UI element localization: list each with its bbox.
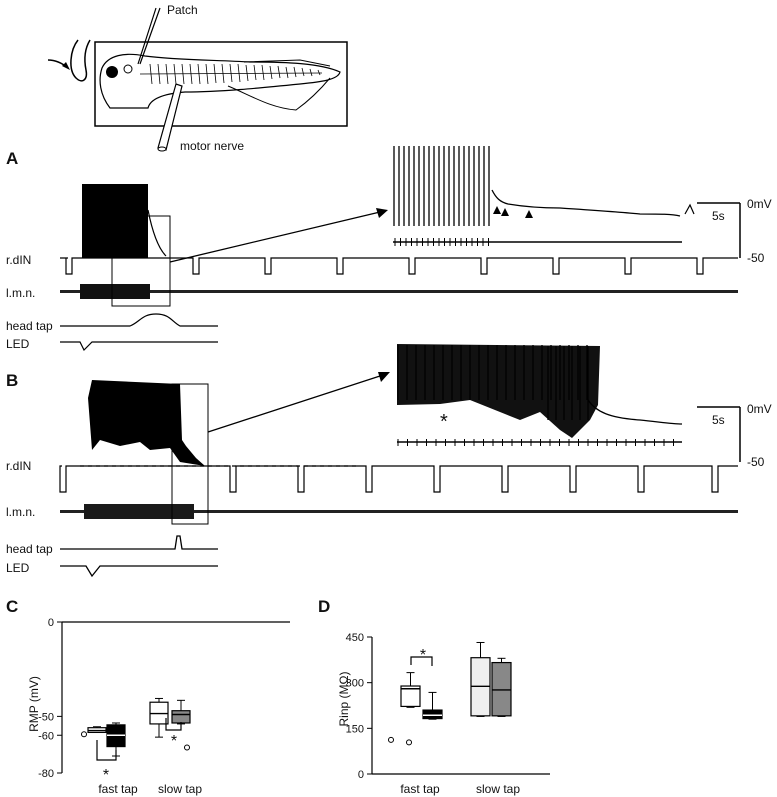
panel-b-scale-top-label: 0mV xyxy=(747,402,772,416)
panel-a-scale-top-label: 0mV xyxy=(747,197,772,211)
patch-electrode xyxy=(137,7,157,65)
panel-a-arrowhead-1 xyxy=(493,206,501,214)
panel-a-scale-bottom-label: -50 xyxy=(747,251,765,265)
panel-b-asterisk: * xyxy=(440,411,448,433)
significance-bracket-2 xyxy=(165,718,182,731)
panel-b-zoom-box xyxy=(171,383,209,525)
stimulus-arrowhead xyxy=(62,62,70,70)
y-tick-label--60: -60 xyxy=(38,730,54,742)
panel-a-rdin-label: r.dIN xyxy=(6,253,31,267)
box-outlier xyxy=(184,744,190,751)
myotomes xyxy=(139,63,323,85)
panel-b-rdin-trace xyxy=(59,465,738,493)
panel-b-scale-bottom-label: -50 xyxy=(747,455,765,469)
panel-b-inset: * xyxy=(397,344,683,446)
panel-b-head-tap-label: head tap xyxy=(6,542,53,556)
panel-a-arrowhead-3 xyxy=(525,210,533,218)
panel-b-label: B xyxy=(6,371,18,390)
panel-c: C 0 -50 -60 -80 * * fast tap slow tap RMP (mV… xyxy=(6,597,290,796)
panel-a-arrowhead-2 xyxy=(501,208,509,216)
panel-d-ylabel: Rinp (MΩ) xyxy=(337,672,351,727)
significance-asterisk-2: * xyxy=(171,733,177,750)
panel-a-led-trace xyxy=(60,341,218,352)
panel-c-xtick-slow: slow tap xyxy=(158,782,202,796)
panel-d-xtick-slow: slow tap xyxy=(476,782,520,796)
panel-b-lmn-trace xyxy=(60,510,738,513)
box-outlier xyxy=(406,739,412,746)
panel-a-lmn-label: l.m.n. xyxy=(6,286,35,300)
panel-b-scale-time-label: 5s xyxy=(712,413,725,427)
panel-b-lmn-label: l.m.n. xyxy=(6,505,35,519)
panel-b: B r.dIN l.m.n. * 5s 0mV -50 head t xyxy=(6,344,772,578)
tail-fin xyxy=(227,77,331,111)
eye xyxy=(106,66,118,78)
panel-a-zoom-arrow xyxy=(169,211,381,263)
panel-c-label: C xyxy=(6,597,18,616)
panel-a-head-tap-label: head tap xyxy=(6,319,53,333)
panel-a-led-label: LED xyxy=(6,337,30,351)
panel-a-scale-time-label: 5s xyxy=(712,209,725,223)
significance-asterisk: * xyxy=(420,647,426,664)
panel-c-ylabel: RMP (mV) xyxy=(27,676,41,732)
y-tick-label-450: 450 xyxy=(346,632,364,644)
y-tick-label-0: 0 xyxy=(358,769,364,781)
panel-a-rdin-trace xyxy=(60,257,738,275)
panel-d-xtick-fast: fast tap xyxy=(400,782,440,796)
y-tick-label--50: -50 xyxy=(38,711,54,723)
box-outlier xyxy=(388,736,394,743)
dorsal-fin xyxy=(243,59,331,67)
chart-c: 0 -50 -60 -80 * * xyxy=(38,617,290,784)
y-tick-label-0: 0 xyxy=(48,617,54,629)
tadpole-body xyxy=(99,53,341,109)
y-tick-label--80: -80 xyxy=(38,768,54,780)
patch-label: Patch xyxy=(167,3,198,17)
panel-a-label: A xyxy=(6,149,18,168)
panel-a: A r.dIN l.m.n. 5s 0mV -50 xyxy=(6,146,772,352)
tadpole-schematic: Patch motor nerve xyxy=(47,3,348,153)
panel-b-led-trace xyxy=(60,565,218,578)
box-body xyxy=(171,710,191,724)
otic-vesicle xyxy=(123,64,133,74)
panel-b-head-tap-trace xyxy=(60,535,218,550)
stimulator-hook xyxy=(70,39,91,82)
box-outlier xyxy=(81,731,87,738)
significance-bracket xyxy=(96,740,117,761)
panel-a-lmn-trace xyxy=(60,290,738,293)
box-body xyxy=(491,661,512,717)
box-body xyxy=(422,709,443,720)
panel-b-rdin-label: r.dIN xyxy=(6,459,31,473)
significance-bracket xyxy=(410,656,433,666)
y-tick-label-300: 300 xyxy=(346,678,364,690)
chart-d: 0 150 300 450 * xyxy=(346,632,550,781)
y-tick-label-150: 150 xyxy=(346,723,364,735)
panel-d: D 0 150 300 450 * fast tap slow tap Rinp (MΩ… xyxy=(318,597,550,796)
panel-d-label: D xyxy=(318,597,330,616)
motor-nerve-label: motor nerve xyxy=(180,139,244,153)
prep-frame xyxy=(94,41,348,127)
significance-asterisk: * xyxy=(103,767,109,784)
panel-c-xtick-fast: fast tap xyxy=(98,782,138,796)
panel-a-head-tap-trace xyxy=(60,313,218,327)
panel-b-spike-burst xyxy=(88,380,205,466)
panel-b-led-label: LED xyxy=(6,561,30,575)
panel-a-zoom-box xyxy=(111,215,171,307)
panel-a-inset xyxy=(393,146,695,246)
panel-b-zoom-arrow xyxy=(207,375,381,433)
panel-a-spike-burst xyxy=(82,184,148,258)
box-body xyxy=(400,685,421,708)
